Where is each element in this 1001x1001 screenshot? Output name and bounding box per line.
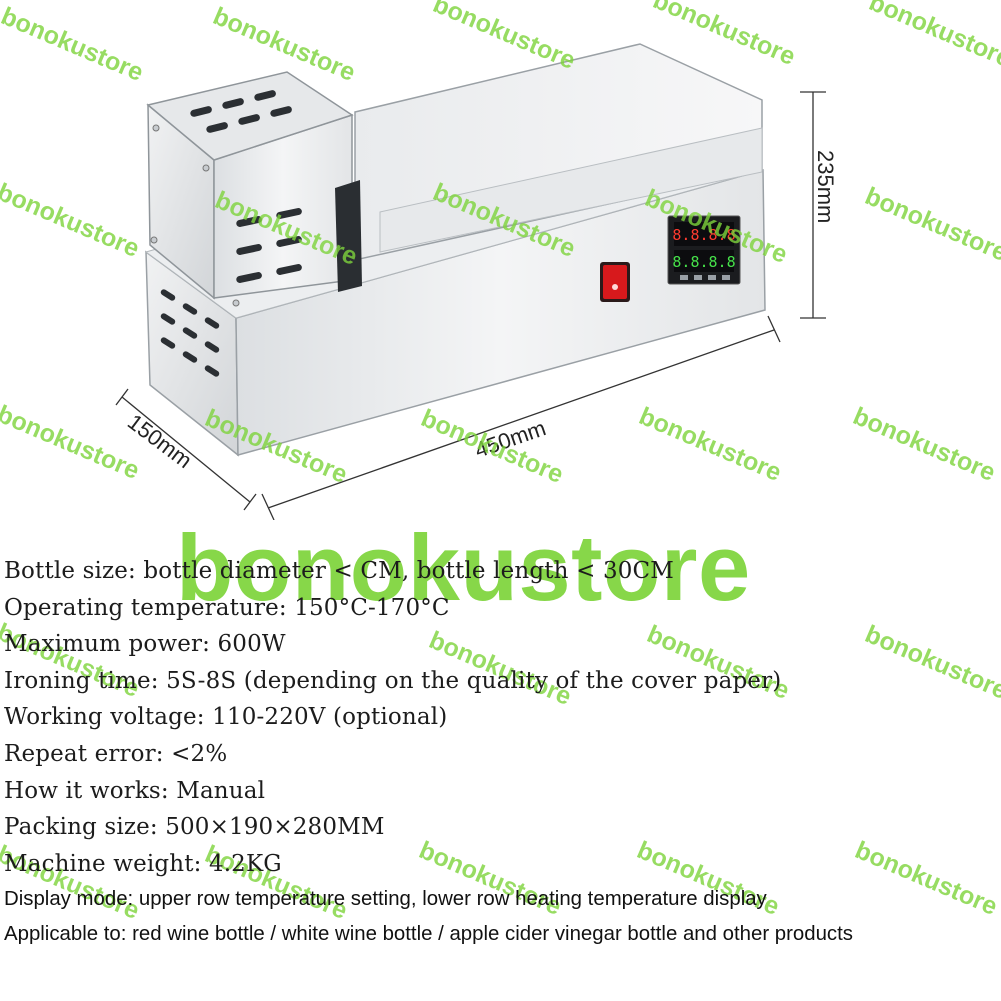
spec-line: Machine weight: 4.2KG [4,850,282,877]
power-switch-icon [600,262,630,302]
spec-line: Packing size: 500×190×280MM [4,814,385,841]
switch-face [603,265,627,299]
spec-line-sans: Display mode: upper row temperature sett… [4,888,767,911]
spec-line: Bottle size: bottle diameter < CM, bottl… [4,558,674,584]
base-vents [160,289,220,377]
spec-line: Working voltage: 110-220V (optional) [4,704,448,731]
spec-line: Ironing time: 5S-8S (depending on the qu… [4,667,782,694]
spec-line: Repeat error: <2% [4,740,228,767]
spec-line: How it works: Manual [4,777,266,804]
spec-line-sans: Applicable to: red wine bottle / white w… [4,923,853,946]
spec-list: Bottle size: bottle diameter < CM, bottl… [4,553,999,952]
watermark-large: bonokustore [176,515,751,620]
spec-line: Maximum power: 600W [4,631,286,658]
machine-illustration: 8.8.8.8 8.8.8.8 235mm 150mm 450mm [115,43,838,521]
temperature-controller: 8.8.8.8 8.8.8.8 [667,215,741,285]
display-upper: 8.8.8.8 [672,226,735,244]
height-label: 235mm [813,150,838,223]
heater-box [146,71,362,307]
spec-line: Operating temperature: 150°C-170°C [4,594,450,621]
display-lower: 8.8.8.8 [672,253,735,271]
dimension-lines [115,91,826,521]
